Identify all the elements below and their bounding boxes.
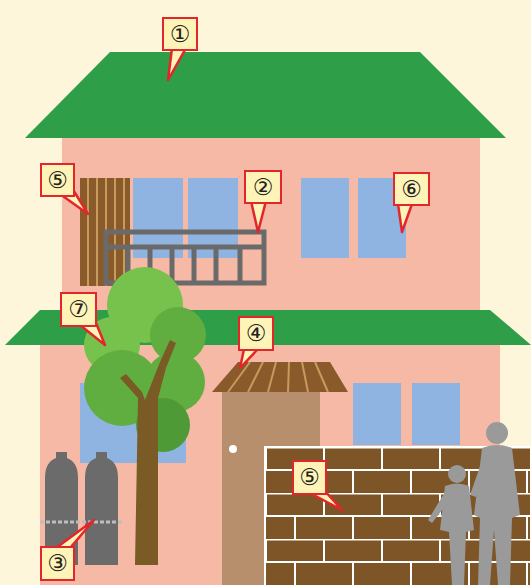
- callout-number: ④: [246, 322, 267, 345]
- people-silhouette: [428, 422, 520, 585]
- callout-number: ③: [47, 552, 68, 575]
- window: [301, 178, 349, 258]
- callout-box: ④: [238, 316, 274, 351]
- roof: [25, 52, 506, 138]
- callout-box: ⑤: [40, 163, 75, 197]
- window: [353, 383, 401, 445]
- callout-number: ⑦: [68, 298, 89, 321]
- callout-box: ②: [244, 170, 282, 204]
- callout-number: ⑥: [401, 178, 422, 201]
- tree: [84, 267, 206, 565]
- callout-box: ⑤: [292, 460, 327, 495]
- callout-box: ⑥: [393, 172, 430, 206]
- callout-box: ⑦: [60, 292, 97, 327]
- callout-number: ⑤: [299, 466, 320, 489]
- callout-number: ⑤: [47, 169, 68, 192]
- callout-number: ②: [253, 176, 274, 199]
- callout-box: ①: [162, 17, 198, 51]
- callout-number: ①: [170, 23, 191, 46]
- callout-box: ③: [40, 546, 75, 581]
- window: [412, 383, 460, 445]
- callout-pointer: [56, 48, 412, 548]
- awning: [212, 362, 348, 392]
- door-knob: [229, 445, 237, 453]
